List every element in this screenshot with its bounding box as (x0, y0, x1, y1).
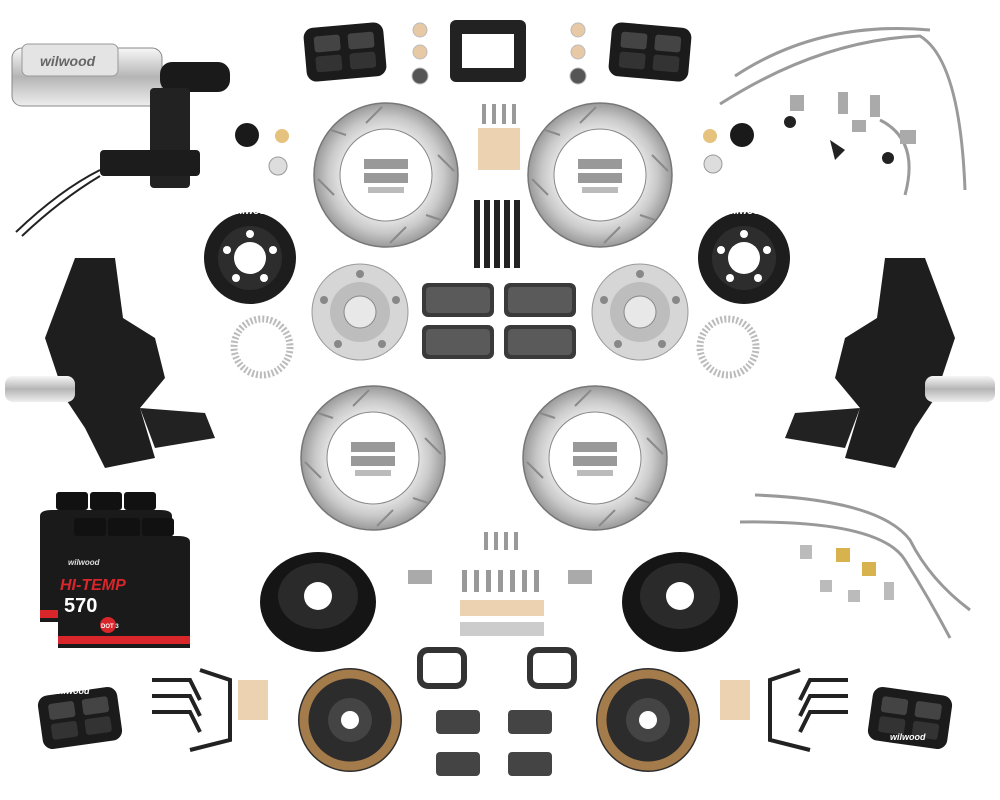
spindle-right (785, 258, 995, 468)
rear-washers (238, 680, 750, 720)
brake-lines-front (719, 27, 967, 196)
abs-ring-left (234, 319, 290, 375)
rotor-front-right (527, 102, 673, 248)
parking-brake-right (596, 668, 700, 772)
rear-brackets (152, 668, 848, 752)
spindle-left (5, 258, 215, 468)
hat-logo-left: wilwood (232, 206, 272, 217)
caliper-logo-right: wilwood (890, 732, 926, 742)
rear-fittings (800, 545, 894, 602)
caliper-bracket (450, 20, 526, 82)
caliper-front-right (607, 21, 693, 83)
master-cylinder: wilwood (11, 43, 230, 237)
drum-hat-left (260, 552, 376, 652)
drum-hat-right (622, 552, 738, 652)
rotor-front-left (313, 102, 459, 248)
bolt-kit (474, 104, 520, 268)
caliper-logo-left: wilwood (54, 686, 90, 696)
brake-fluid-bottles: wilwood HI-TEMP 570 DOT 3 (40, 492, 190, 648)
hat-logo-right: wilwood (726, 206, 766, 217)
rotor-rear-right (522, 385, 668, 531)
dust-caps (235, 123, 754, 176)
bottle-label-570: 570 (64, 595, 97, 617)
hub-left (311, 263, 409, 361)
bottle-brand: wilwood (68, 558, 101, 567)
rotor-hat-left (204, 212, 296, 304)
bottle-label-hitemp: HI-TEMP (60, 577, 126, 594)
bottle-label-dot: DOT 3 (101, 624, 119, 630)
brake-pads-front (422, 283, 576, 359)
rear-hardware (408, 532, 592, 636)
fittings (784, 92, 916, 164)
master-cylinder-logo: wilwood (40, 53, 96, 69)
rotor-rear-left (300, 385, 446, 531)
brake-lines-rear (739, 493, 971, 639)
brake-pads-rear (436, 710, 552, 776)
hub-right (591, 263, 689, 361)
abs-ring-right (700, 319, 756, 375)
rotor-hat-right (698, 212, 790, 304)
seals-hardware (411, 22, 587, 85)
parking-brake-left (298, 668, 402, 772)
axle-gaskets (417, 647, 577, 689)
caliper-front-left (302, 21, 388, 83)
